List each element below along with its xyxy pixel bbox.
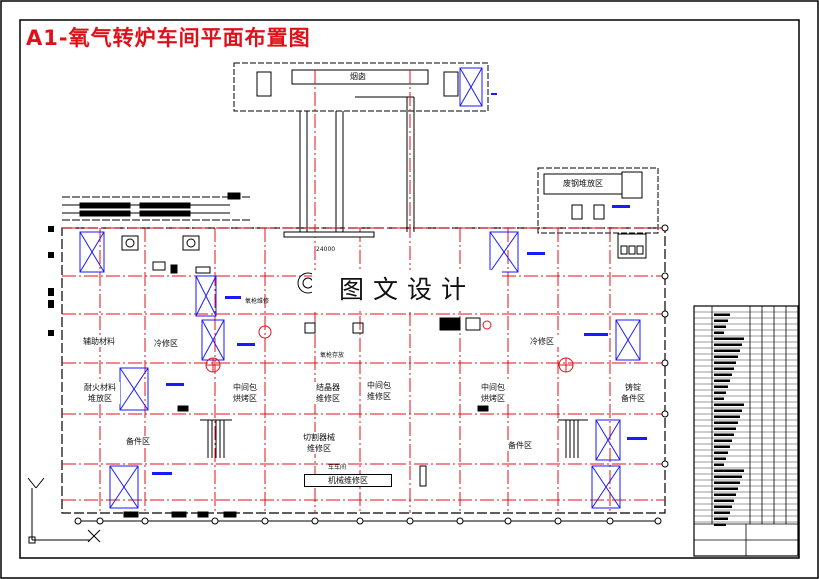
title-block: [693, 305, 799, 557]
zone-ladle-bake-2: 中间包 烘烤区: [476, 382, 510, 404]
title-block-entry: [714, 475, 742, 478]
title-block-entry: [714, 325, 726, 328]
title-block-entry: [714, 481, 740, 484]
zone-crystallizer: 结晶器 维修区: [310, 382, 346, 404]
title-block-entry: [714, 523, 726, 526]
crane-icon: [79, 231, 641, 509]
title-block-entry: [714, 397, 724, 400]
label-lance-store: 氧枪存放: [320, 352, 345, 359]
casting-strands: [177, 231, 588, 487]
title-block-entry: [714, 391, 726, 394]
transformer-icon: [152, 233, 647, 274]
zone-aux-material: 辅助材料: [76, 336, 122, 347]
title-block-entry: [714, 499, 734, 502]
title-block-entry: [714, 367, 734, 370]
title-block-entry: [714, 355, 738, 358]
zone-cooling-1: 冷修区: [146, 338, 186, 349]
gas-stack-area: [233, 62, 489, 232]
converter-icon: [205, 320, 574, 373]
title-block-entry: [714, 385, 728, 388]
zone-ladle-bake-1: 中间包 烘烤区: [228, 382, 262, 404]
title-block-entry: [714, 493, 736, 496]
main-building: [61, 70, 666, 514]
left-wall-markers: [48, 226, 54, 336]
title-block-entry: [714, 451, 728, 454]
title-block-entry: [714, 433, 734, 436]
title-block-entry: [714, 409, 742, 412]
title-block-entry: [714, 403, 744, 406]
title-block-entry: [714, 445, 730, 448]
title-block-entry: [714, 487, 738, 490]
crane-rails: [62, 192, 250, 221]
label-dim-center: 24000: [316, 246, 336, 253]
title-block-entry: [714, 427, 736, 430]
title-block-entry: [714, 361, 736, 364]
zone-ladle-repair: 中间包 维修区: [362, 380, 396, 402]
watermark-text: 图文设计: [312, 270, 502, 310]
label-oxygen-lance: 氧枪维修: [245, 298, 270, 305]
north-arrow-icon: [27, 477, 101, 544]
zone-scrap-storage: 废钢堆放区: [548, 178, 618, 189]
title-block-entry: [714, 439, 732, 442]
title-block-entry: [714, 511, 730, 514]
zone-mech-repair: 机械维修区: [304, 474, 392, 487]
dimension-axis-bottom: [74, 511, 662, 525]
title-block-rows: [694, 311, 798, 526]
title-block-entry: [714, 373, 732, 376]
title-block-entry: [714, 331, 724, 334]
zone-ingot-mold: 铸锭 备件区: [618, 382, 648, 404]
axis-bubbles-right: [661, 224, 669, 468]
title-block-entry: [714, 343, 742, 346]
zone-cooling-2: 冷修区: [522, 336, 562, 347]
title-block-entry: [714, 463, 724, 466]
title-block-entry: [714, 517, 728, 520]
title-block-entry: [714, 319, 728, 322]
zone-spare-1: 备件区: [118, 436, 158, 447]
title-block-entry: [714, 505, 732, 508]
title-block-entry: [714, 337, 744, 340]
title-block-entry: [714, 349, 740, 352]
sheet-inner-border: [19, 19, 800, 559]
equipment-tags: [152, 93, 647, 475]
ladle-icon: [121, 235, 481, 334]
zone-spare-2: 备件区: [500, 440, 540, 451]
drawing-title: A1-氧气转炉车间平面布置图: [26, 26, 311, 50]
title-block-entry: [714, 313, 730, 316]
zone-refractory: 耐火材料 堆放区: [80, 382, 120, 404]
label-vehicle: 车车间: [328, 464, 347, 471]
title-block-entry: [714, 379, 730, 382]
title-block-entry: [714, 421, 738, 424]
zone-gas-stack: 烟囱: [318, 71, 398, 82]
title-block-entry: [714, 457, 726, 460]
zone-cutting: 切割器械 维修区: [298, 432, 340, 454]
title-block-entry: [714, 415, 740, 418]
title-block-entry: [714, 469, 744, 472]
